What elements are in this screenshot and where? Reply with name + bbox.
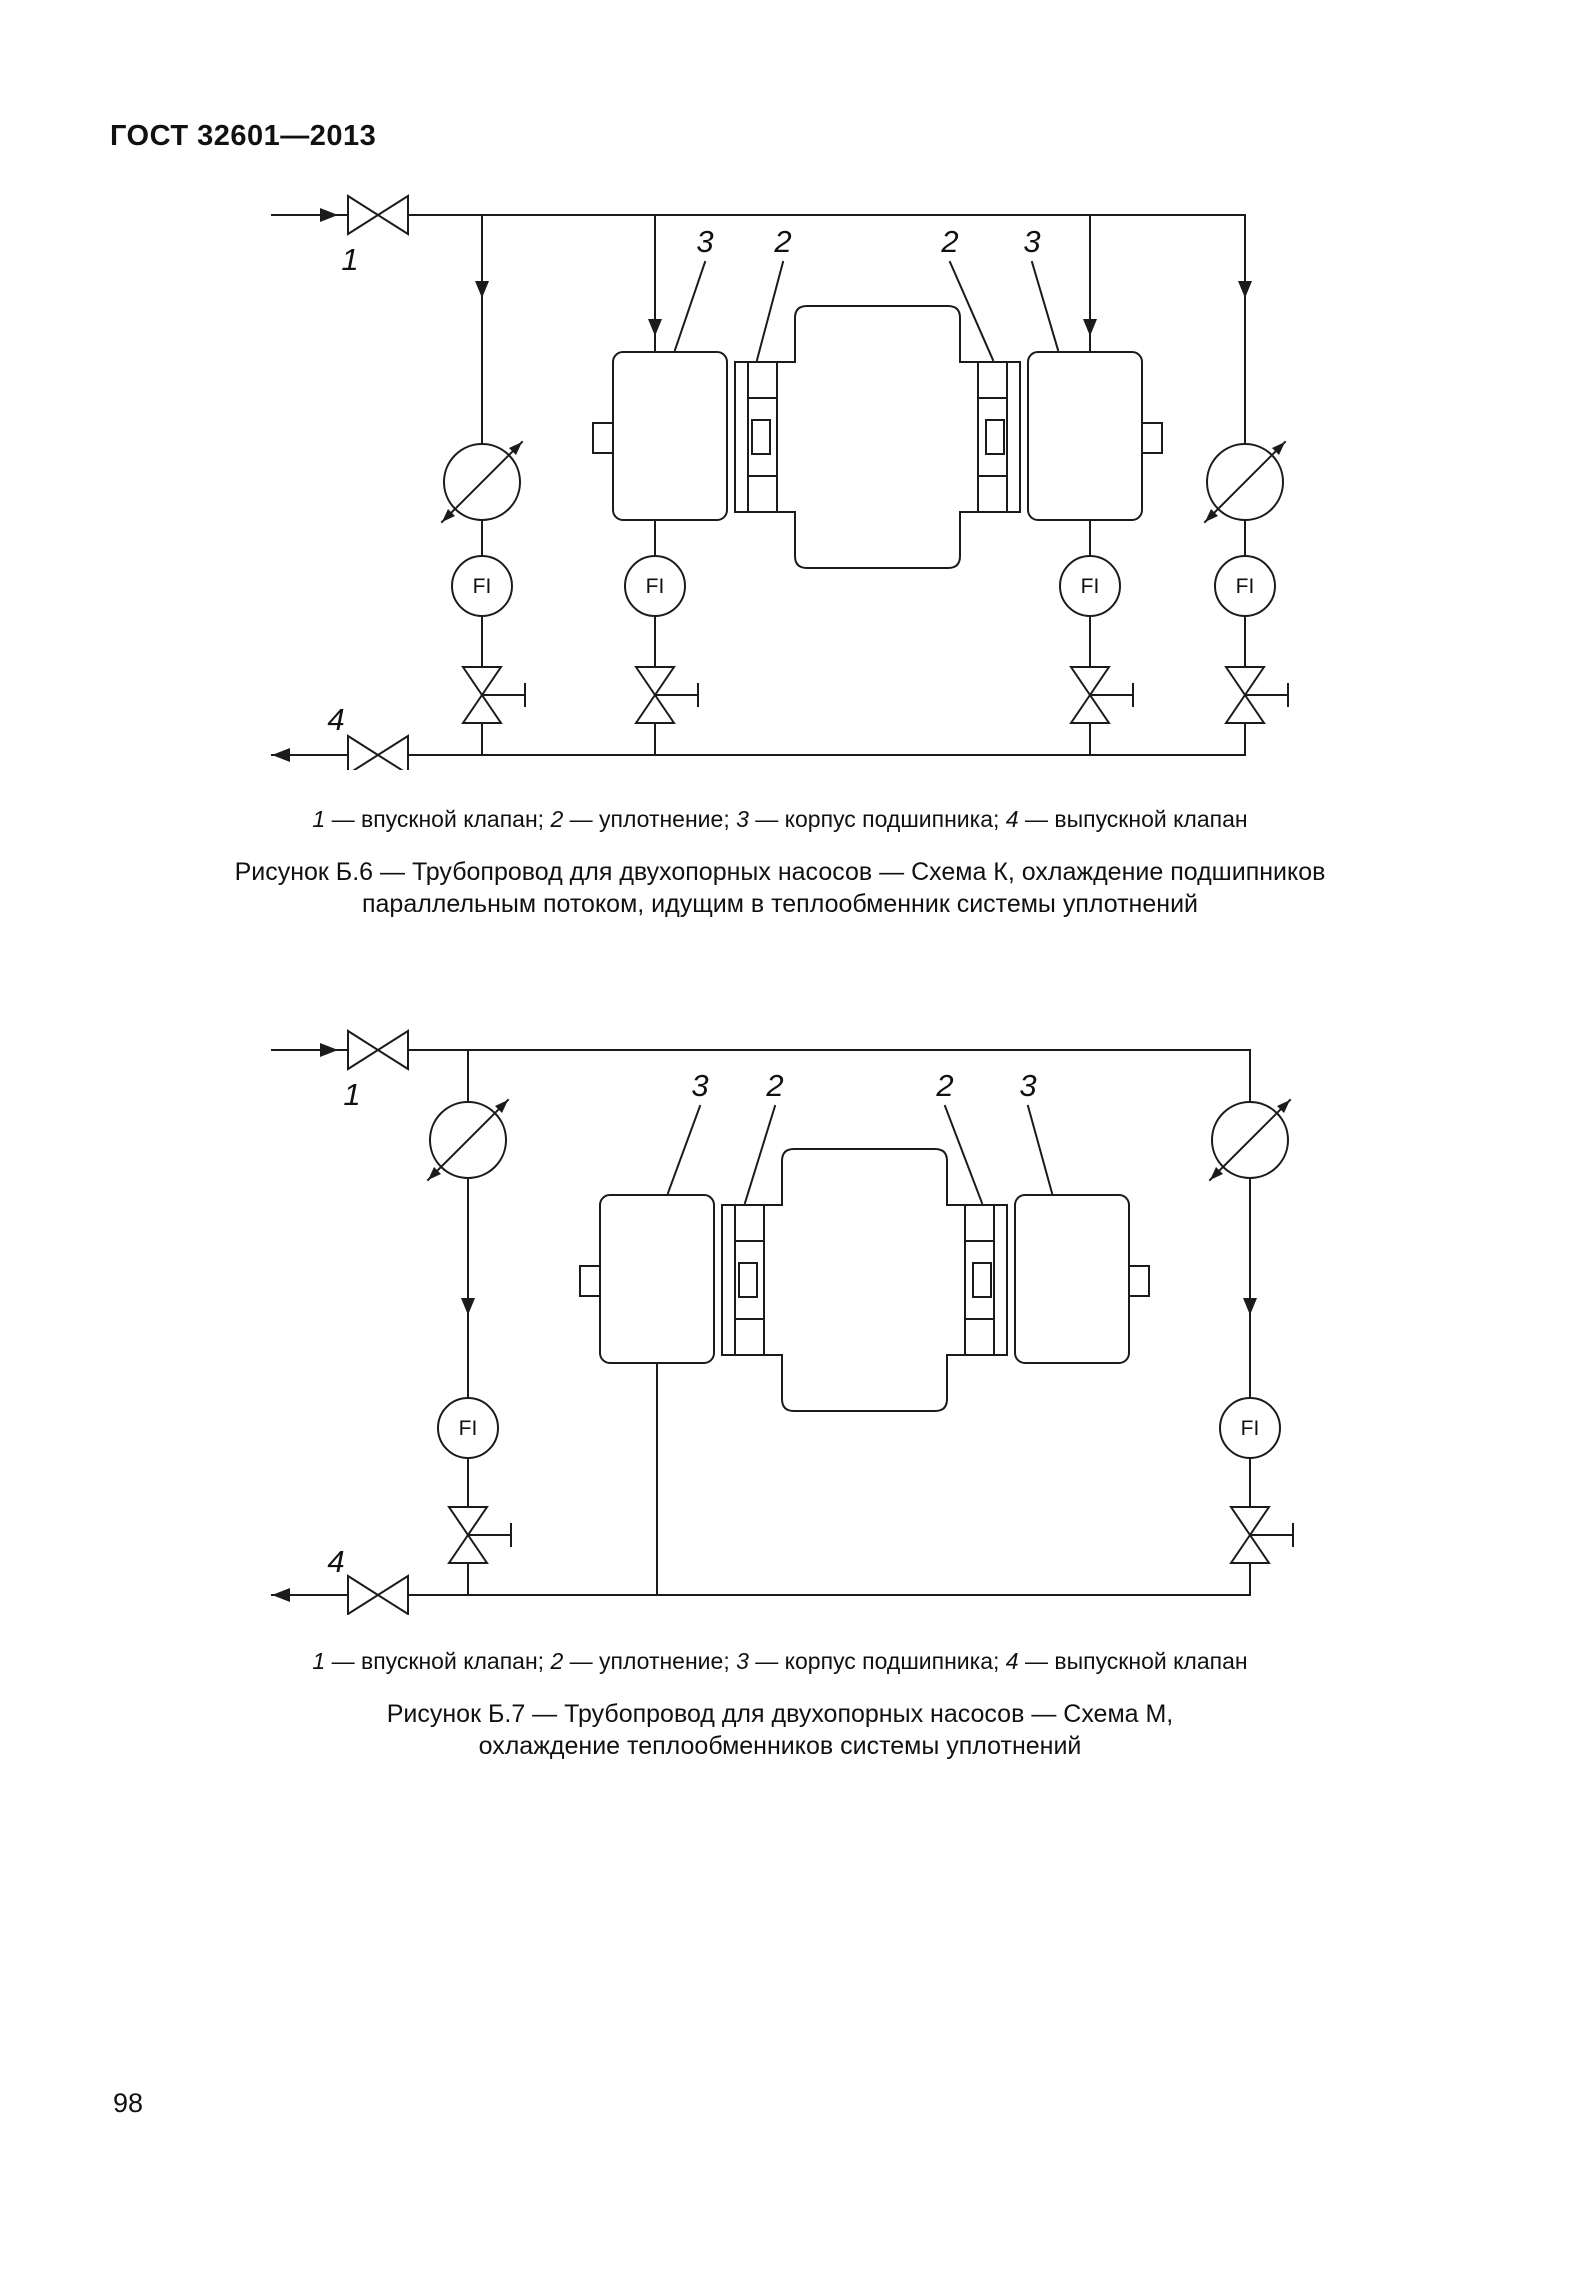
shaft-end-right: [1141, 422, 1163, 454]
piping-lines: [271, 1049, 1251, 1596]
throttle-valve: [1224, 666, 1289, 724]
pump-casing: [763, 1148, 966, 1412]
callout-seal: 2: [765, 1068, 783, 1103]
down-arrow: [475, 281, 489, 298]
outlet-valve: [347, 1574, 409, 1615]
document-header: ГОСТ 32601—2013: [110, 120, 377, 152]
inlet-valve: [347, 194, 409, 236]
shaft-end-right: [1128, 1265, 1150, 1297]
fi-label: FI: [473, 575, 492, 598]
bearing-housing-right: [1027, 351, 1143, 521]
callout-bearing-housing: 3: [696, 224, 713, 259]
bearing-housing-right: [1014, 1194, 1130, 1364]
legend-num: 4: [1005, 1648, 1019, 1674]
down-arrow: [1238, 281, 1252, 298]
legend-text: — выпускной клапан: [1018, 806, 1248, 832]
seal-left: [734, 361, 778, 513]
bearing-housing-left: [612, 351, 728, 521]
down-arrow: [1083, 319, 1097, 336]
figure-b7-legend: 1 — впускной клапан; 2 — уплотнение; 3 —…: [0, 1648, 1560, 1675]
callout-inlet-valve: 1: [343, 1077, 360, 1112]
caption-line: охлаждение теплообменников системы уплот…: [478, 1732, 1082, 1760]
seal-left: [721, 1204, 765, 1356]
legend-num: 1: [312, 1648, 326, 1674]
fi-label: FI: [459, 1417, 478, 1440]
outlet-flow-arrow: [272, 1588, 290, 1602]
legend-num: 3: [736, 1648, 749, 1674]
callout-inlet-valve: 1: [341, 242, 358, 277]
page-number: 98: [113, 2088, 144, 2118]
flow-indicator: FI: [1214, 555, 1276, 617]
pump-casing: [776, 305, 979, 569]
throttle-valve: [447, 1506, 512, 1564]
legend-num: 2: [550, 1648, 564, 1674]
callout-bearing-housing: 3: [1019, 1068, 1036, 1103]
figure-b7-diagram: FI FI 3 2 2 3 1 4: [271, 1029, 1294, 1615]
figure-b6-diagram: FI FI FI FI: [271, 194, 1289, 770]
callout-outlet-valve: 4: [327, 702, 344, 737]
callout-seal: 2: [773, 224, 791, 259]
flow-indicator: FI: [451, 555, 513, 617]
callout-seal: 2: [935, 1068, 953, 1103]
legend-text: — уплотнение;: [563, 806, 737, 832]
pump-assembly: [592, 305, 1163, 569]
shaft-end-left: [579, 1265, 601, 1297]
outlet-flow-arrow: [272, 748, 290, 762]
seal-right: [964, 1204, 1008, 1356]
callout-leader-lines: [666, 1104, 1054, 1205]
heat-exchanger-left: [426, 1098, 510, 1182]
caption-line: параллельным потоком, идущим в теплообме…: [361, 890, 1199, 918]
legend-text: — корпус подшипника;: [748, 806, 1006, 832]
outlet-valve: [347, 734, 409, 770]
throttle-valve: [1229, 1506, 1294, 1564]
legend-num: 4: [1005, 806, 1019, 832]
throttle-valve: [461, 666, 526, 724]
callout-bearing-housing: 3: [1023, 224, 1040, 259]
fi-label: FI: [1081, 575, 1100, 598]
flow-indicator: FI: [437, 1397, 499, 1459]
seal-right: [977, 361, 1021, 513]
fi-label: FI: [646, 575, 665, 598]
callout-seal: 2: [940, 224, 958, 259]
pump-assembly: [579, 1148, 1150, 1412]
figure-b7-caption: Рисунок Б.7 — Трубопровод для двухопорны…: [0, 1698, 1560, 1762]
flow-indicator: FI: [624, 555, 686, 617]
legend-num: 2: [550, 806, 564, 832]
heat-exchanger-right: [1208, 1098, 1292, 1182]
fi-label: FI: [1236, 575, 1255, 598]
inlet-flow-arrow: [320, 208, 338, 222]
flow-indicator: FI: [1219, 1397, 1281, 1459]
flow-arrows: [272, 208, 1252, 762]
legend-num: 3: [736, 806, 749, 832]
caption-line: Рисунок Б.7 — Трубопровод для двухопорны…: [386, 1700, 1174, 1728]
inlet-flow-arrow: [320, 1043, 338, 1057]
flow-arrows: [272, 1043, 1257, 1602]
heat-exchanger-left: [440, 440, 524, 524]
caption-line: Рисунок Б.6 — Трубопровод для двухопорны…: [234, 858, 1326, 886]
heat-exchanger-right: [1203, 440, 1287, 524]
legend-text: — впускной клапан;: [325, 806, 551, 832]
legend-text: — уплотнение;: [563, 1648, 737, 1674]
figure-b6-caption: Рисунок Б.6 — Трубопровод для двухопорны…: [0, 856, 1560, 920]
figure-b6-legend: 1 — впускной клапан; 2 — уплотнение; 3 —…: [0, 806, 1560, 833]
legend-num: 1: [312, 806, 326, 832]
inlet-valve: [347, 1029, 409, 1071]
fi-label: FI: [1241, 1417, 1260, 1440]
throttle-valve: [634, 666, 699, 724]
callout-bearing-housing: 3: [691, 1068, 708, 1103]
legend-text: — выпускной клапан: [1018, 1648, 1248, 1674]
legend-text: — корпус подшипника;: [748, 1648, 1006, 1674]
down-arrow: [461, 1298, 475, 1315]
throttle-valve: [1069, 666, 1134, 724]
down-arrow: [1243, 1298, 1257, 1315]
callout-outlet-valve: 4: [327, 1544, 344, 1579]
legend-text: — впускной клапан;: [325, 1648, 551, 1674]
shaft-end-left: [592, 422, 614, 454]
bearing-housing-left: [599, 1194, 715, 1364]
down-arrow: [648, 319, 662, 336]
flow-indicator: FI: [1059, 555, 1121, 617]
callout-leader-lines: [673, 260, 1060, 362]
